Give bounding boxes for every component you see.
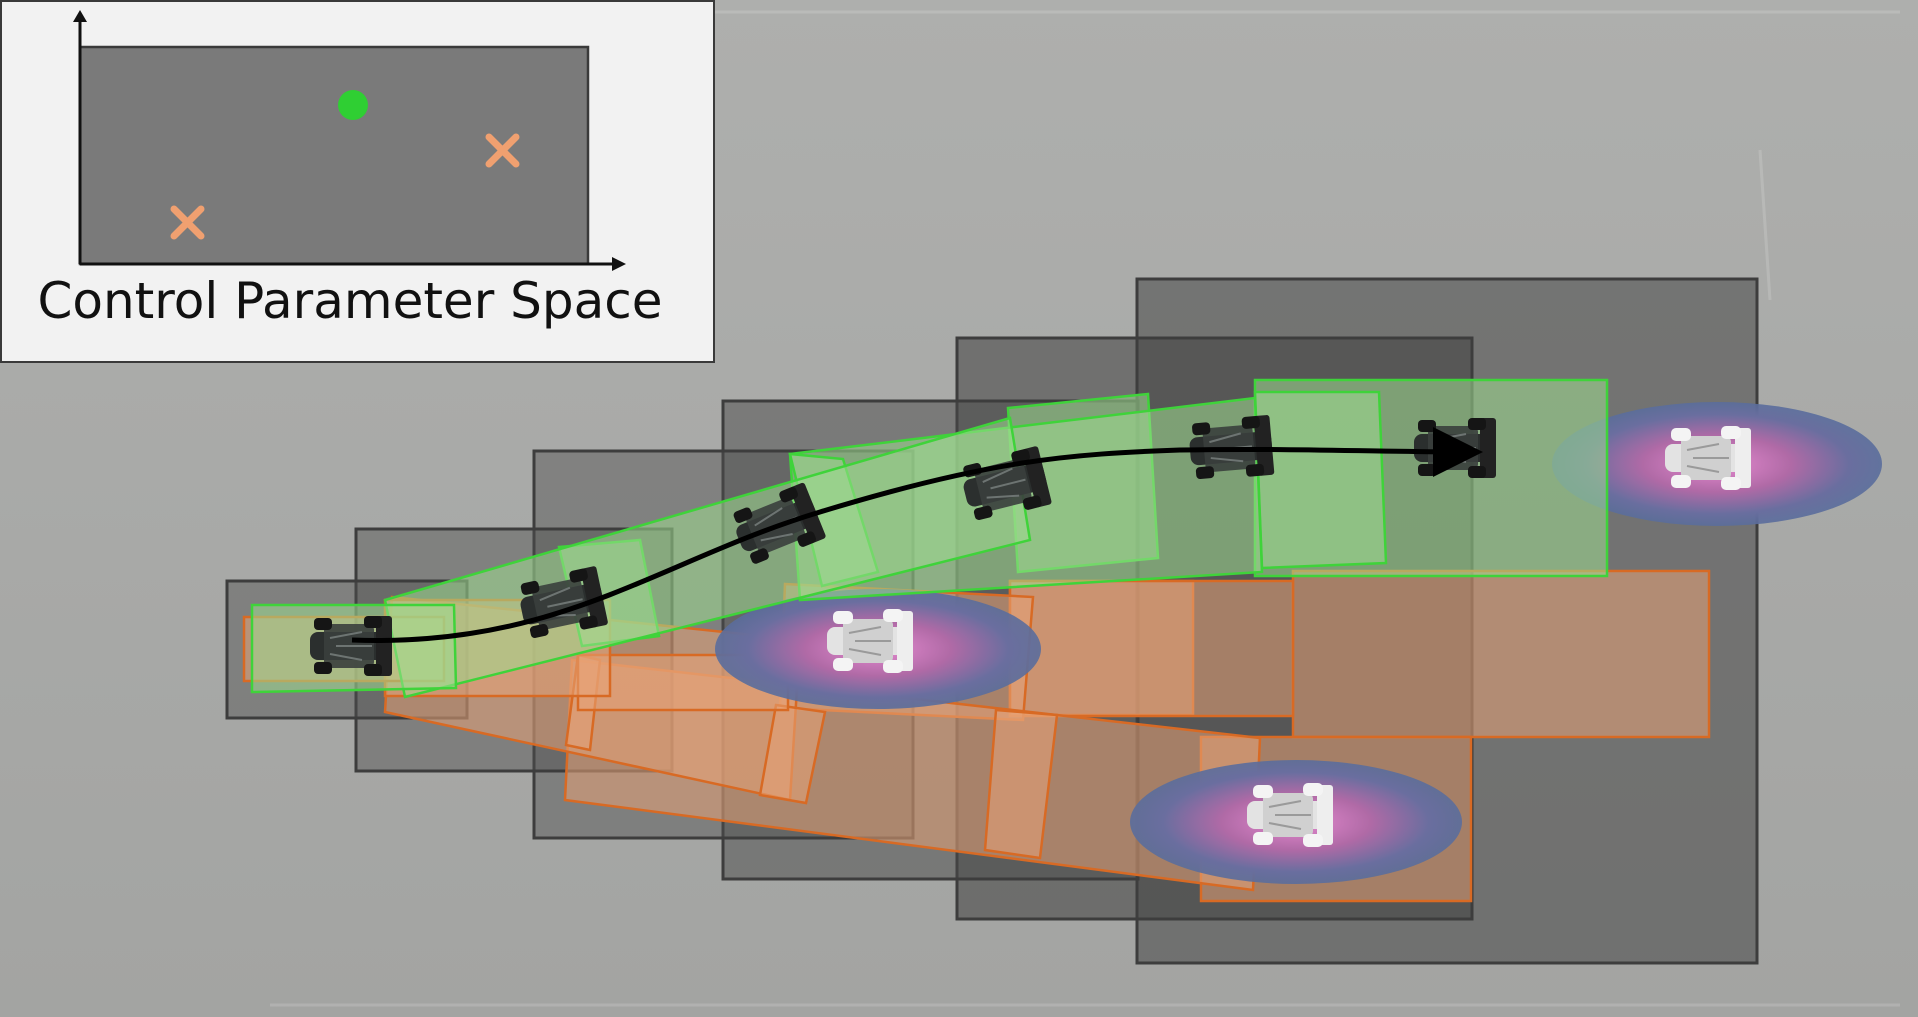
unsafe-box-r3 [1010,581,1293,716]
unsafe-box-r1 [1293,571,1709,737]
inset-title: Control Parameter Space [0,272,700,330]
safe-box-6b [1255,392,1386,568]
green-dot-icon [338,90,368,120]
ego-car-1-icon [310,616,392,676]
ego-car-6-icon [1414,418,1496,478]
